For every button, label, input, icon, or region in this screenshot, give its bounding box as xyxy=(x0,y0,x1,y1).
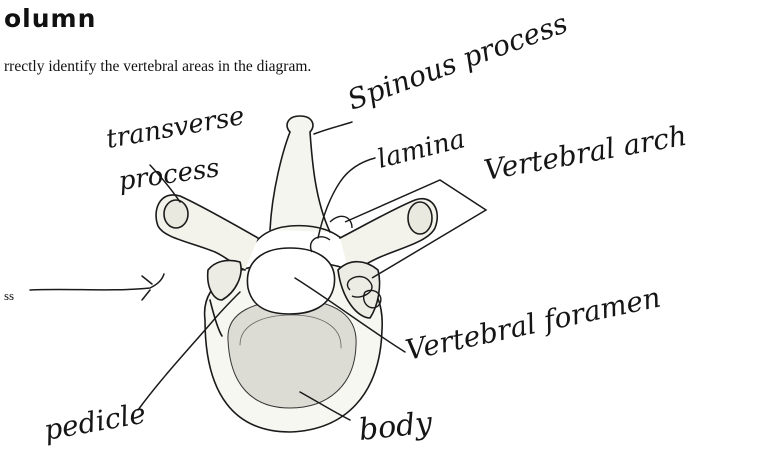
label-transverse-process-1: transverse xyxy=(104,101,247,155)
leader-left-arrow xyxy=(30,274,164,300)
vertebral-foramen-shape xyxy=(247,248,334,314)
label-body: body xyxy=(357,405,435,448)
label-transverse-process-2: process xyxy=(117,153,222,197)
label-vertebral-foramen: Vertebral foramen xyxy=(403,281,664,367)
spinous-process-shape xyxy=(270,116,330,232)
label-vertebral-arch: Vertebral arch xyxy=(481,119,689,187)
label-pedicle: pedicle xyxy=(41,397,148,447)
leader-spinous xyxy=(314,122,352,134)
label-lamina: lamina xyxy=(374,124,468,175)
label-spinous-process: Spinous process xyxy=(343,6,572,116)
body-trabecular-area xyxy=(228,300,356,408)
